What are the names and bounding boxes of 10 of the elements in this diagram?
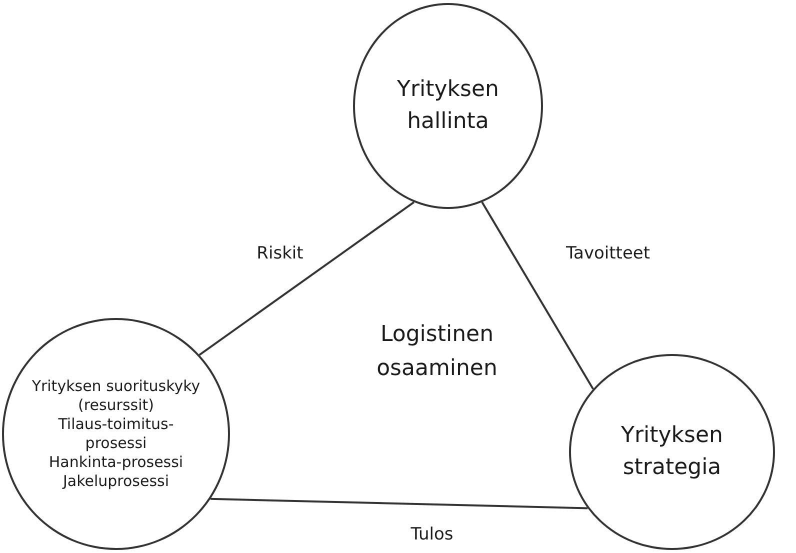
node-text: Yrityksen suorituskyky (resurssit)	[31, 377, 201, 415]
node-text: Hankinta-prosessi	[48, 453, 184, 472]
connector-line	[198, 201, 415, 356]
node-text: Yrityksen hallinta	[396, 76, 500, 136]
node-text: Jakeluprosessi	[61, 472, 170, 491]
node-text: Tilaus-toimitus-prosessi	[57, 415, 175, 453]
center-label: Logistinen osaaminen	[376, 321, 498, 383]
connector-line	[210, 498, 588, 510]
connector-line	[481, 202, 594, 390]
node-text: Yrityksen strategia	[620, 422, 724, 482]
